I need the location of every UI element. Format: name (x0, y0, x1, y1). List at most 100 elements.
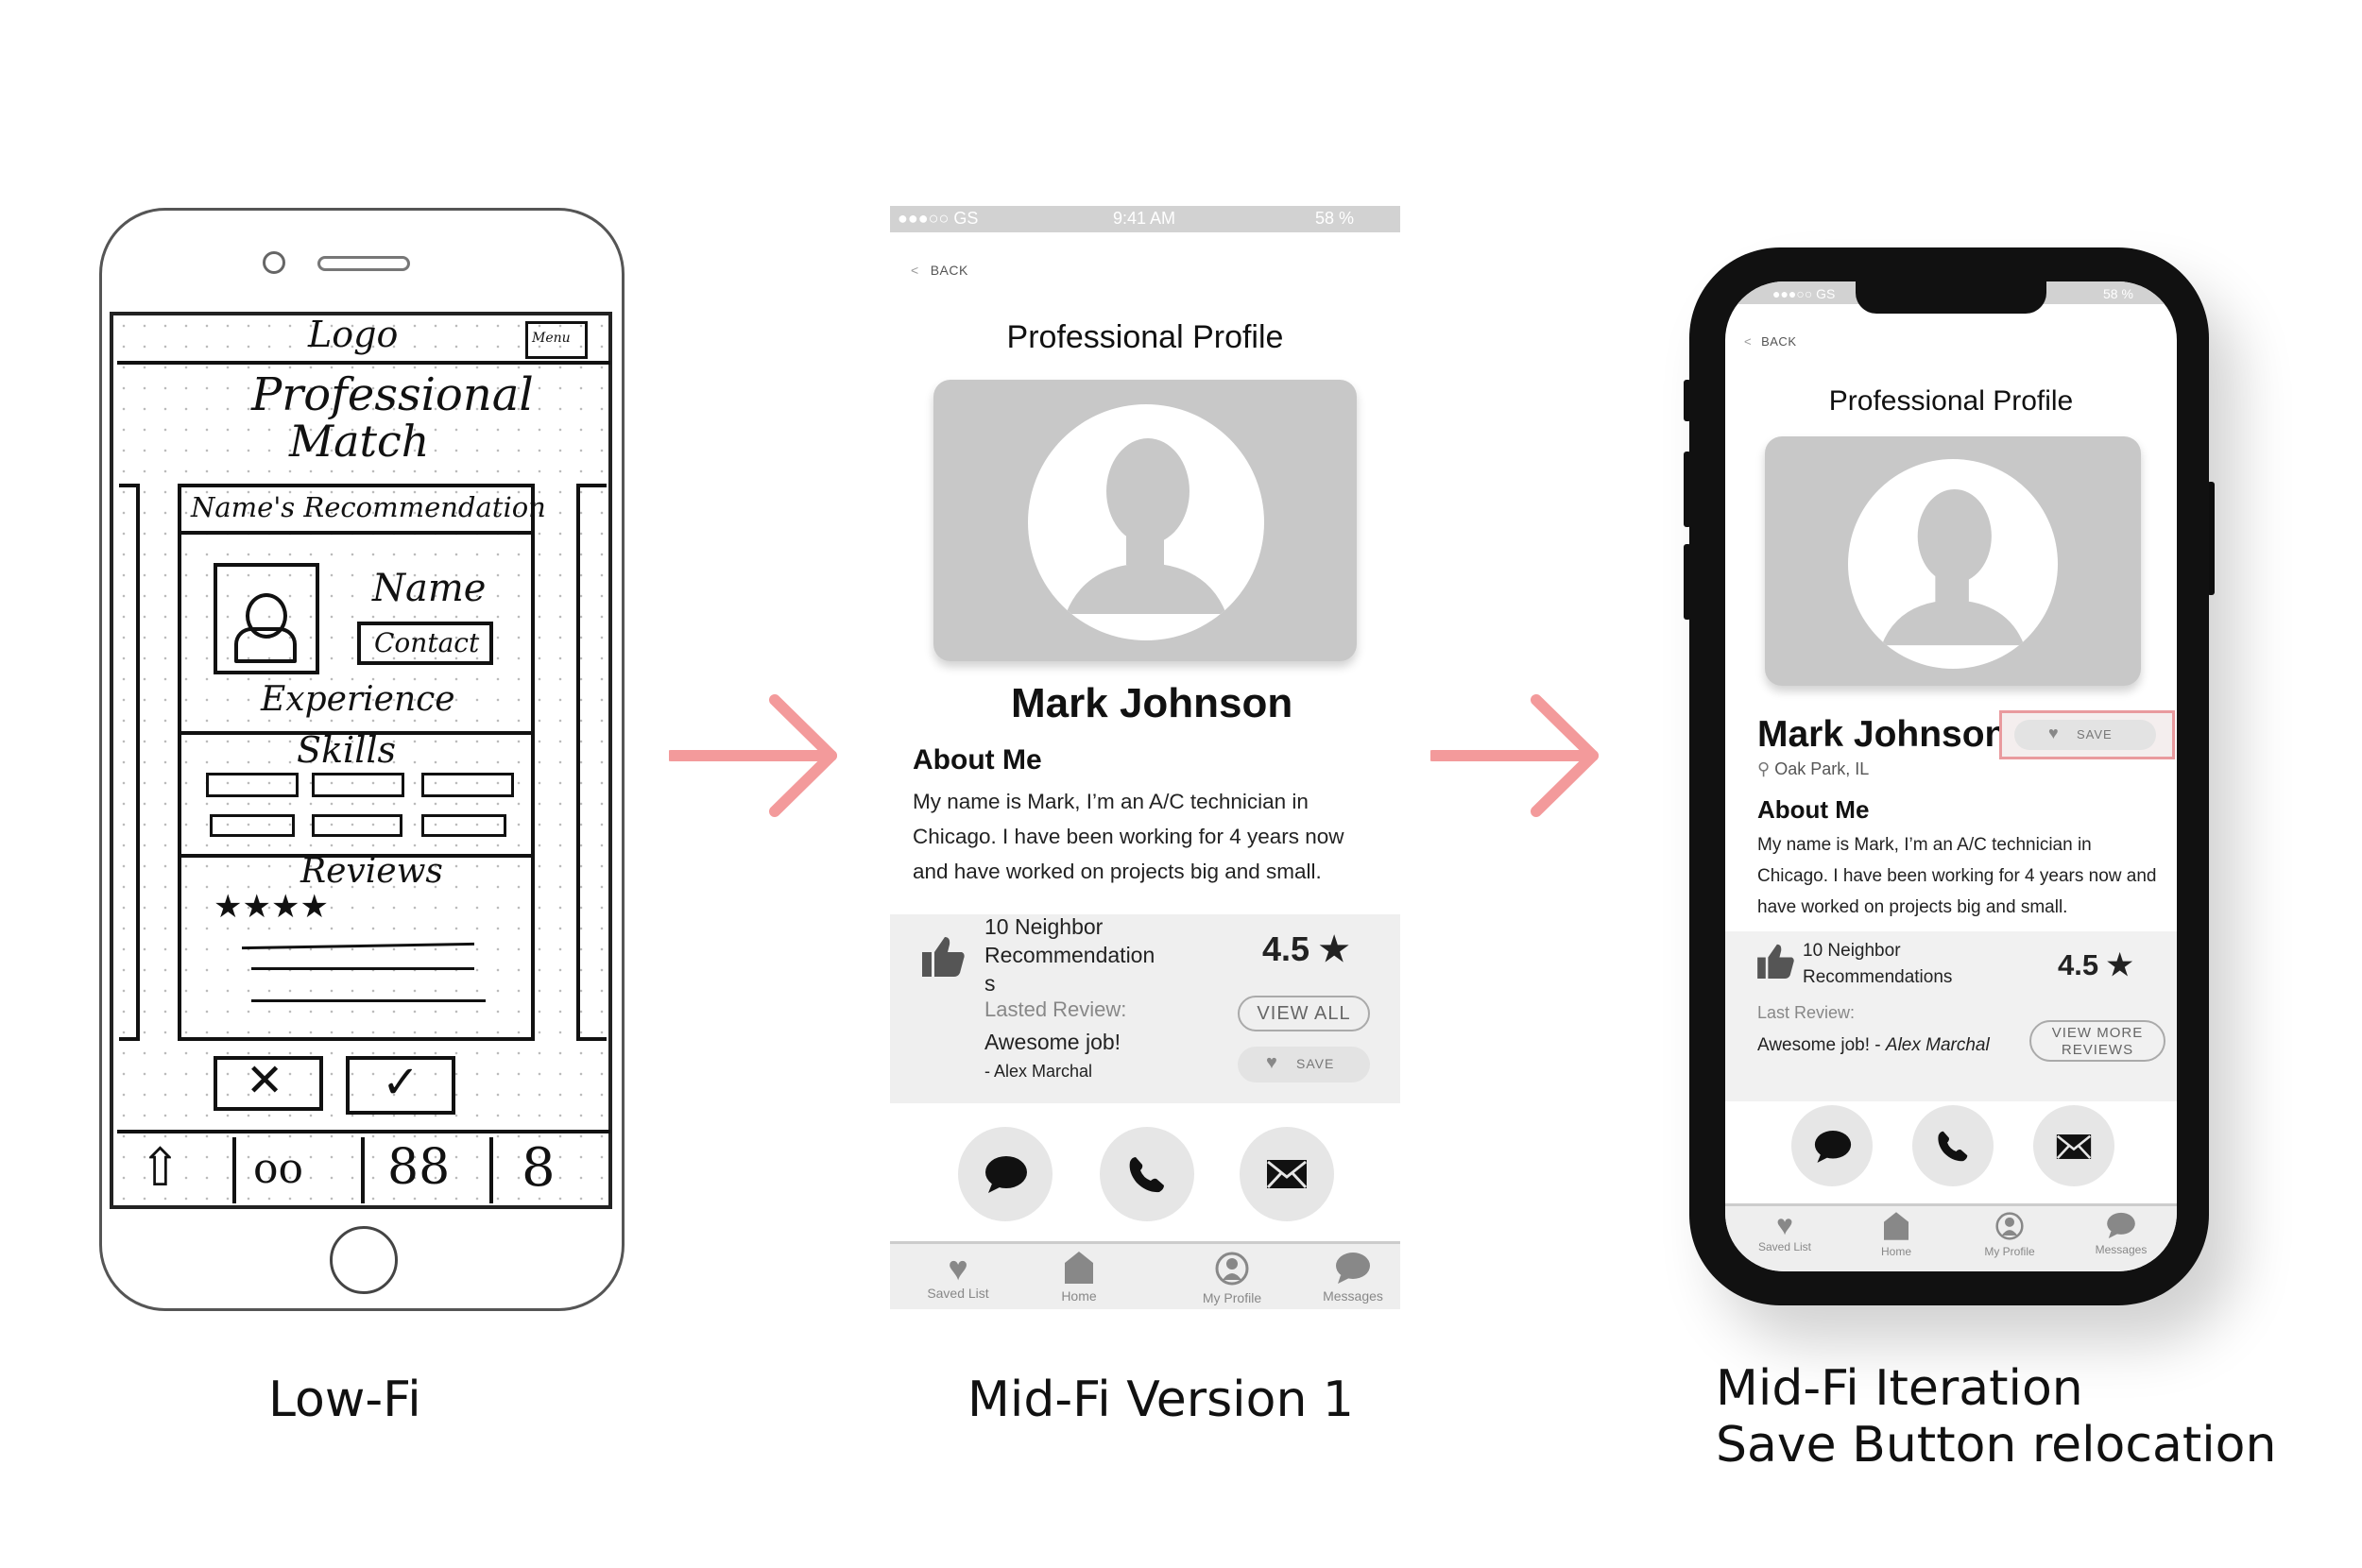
lofi-contact: Contact (374, 627, 480, 658)
nav-label: Saved List (927, 1286, 989, 1301)
profile-icon (1995, 1212, 2024, 1240)
home-icon (1065, 1252, 1093, 1284)
chevron-left-icon: < (911, 263, 919, 278)
heart-icon: ♥ (2048, 724, 2060, 742)
save-button[interactable]: ♥ SAVE (1238, 1047, 1370, 1082)
chat-button[interactable] (958, 1127, 1053, 1221)
last-review-label: Lasted Review: (984, 997, 1127, 1021)
message-icon (2107, 1212, 2135, 1238)
envelope-icon (2056, 1134, 2092, 1159)
phone-icon (1129, 1157, 1164, 1193)
lofi-skill-box (421, 814, 506, 837)
person-icon (1066, 438, 1226, 614)
nav-saved-list[interactable]: ♥ Saved List (911, 1252, 1005, 1302)
page-title: Professional Profile (1006, 319, 1284, 355)
review-panel (1725, 931, 2177, 1101)
thumbs-up-icon (1757, 944, 1794, 979)
phone-notch (1856, 281, 2046, 314)
view-more-reviews-button[interactable]: VIEW MORE REVIEWS (2029, 1020, 2165, 1062)
nav-saved-list[interactable]: ♥ Saved List (1744, 1210, 1825, 1254)
lofi-left-page-bottom (119, 1037, 140, 1041)
battery: 58 % (1315, 209, 1355, 228)
nav-label: My Profile (1984, 1245, 2035, 1258)
nav-home[interactable]: Home (1863, 1212, 1929, 1258)
location-text: Oak Park, IL (1774, 759, 1870, 778)
lofi-skill-box (421, 773, 514, 797)
profile-icon (1215, 1252, 1249, 1286)
view-more-label: REVIEWS (2061, 1042, 2134, 1058)
chat-button[interactable] (1791, 1105, 1873, 1186)
midfi-v1-screen: ●●●○○ GS 9:41 AM 58 % <BACK Professional… (890, 206, 1400, 1309)
back-button[interactable]: <BACK (911, 263, 968, 278)
lofi-skill-box (312, 773, 404, 797)
recommend-line3: s (984, 971, 996, 996)
email-button[interactable] (1240, 1127, 1334, 1221)
phone-volume-button (1684, 544, 1691, 620)
lofi-home-button (330, 1226, 398, 1294)
save-button[interactable]: ♥ SAVE (2014, 720, 2156, 750)
about-text: My name is Mark, I’m an A/C technician i… (913, 790, 1344, 883)
lofi-camera-icon (263, 251, 285, 274)
lofi-name: Name (372, 567, 487, 610)
lofi-skill-box (210, 814, 295, 837)
last-review-label: Last Review: (1757, 1003, 1856, 1022)
view-all-button[interactable]: VIEW ALL (1238, 996, 1370, 1031)
lofi-contact-box (357, 622, 493, 665)
status-bar: ●●●○○ GS 9:41 AM 58 % (890, 206, 1400, 232)
person-icon (1881, 488, 2025, 646)
lofi-title-line1: Professional (251, 368, 534, 421)
save-label: SAVE (2077, 727, 2113, 741)
bottom-nav: ♥ Saved List Home My Profile Messages (890, 1241, 1400, 1309)
heart-icon: ♥ (1776, 1210, 1793, 1241)
view-all-label: VIEW ALL (1257, 1003, 1351, 1024)
lofi-home-icon: ⇧ (138, 1137, 182, 1199)
call-button[interactable] (1100, 1127, 1194, 1221)
lofi-avatar-body (234, 627, 297, 663)
back-button[interactable]: <BACK (1744, 334, 1797, 349)
lofi-stars: ★★★★ (214, 888, 329, 926)
lofi-reviews: Reviews (300, 852, 443, 891)
rating: 4.5 ★ (2058, 948, 2133, 981)
lofi-logo: Logo (308, 314, 399, 355)
pro-name: Mark Johnson (1757, 714, 2008, 755)
lofi-glasses-icon: oo (253, 1145, 303, 1193)
recommend-line2: Recommendation (984, 943, 1155, 967)
lofi-skills-line (178, 854, 535, 858)
about-text: My name is Mark, I’m an A/C technician i… (1757, 835, 2157, 917)
nav-home[interactable]: Home (1041, 1252, 1117, 1304)
carrier: ●●●○○ GS (898, 209, 979, 228)
nav-my-profile[interactable]: My Profile (1185, 1252, 1279, 1305)
page-title: Professional Profile (1828, 385, 2074, 417)
battery: 58 % (2103, 286, 2133, 301)
last-review-text: Awesome job! - (1757, 1035, 1886, 1055)
view-more-label: VIEW MORE (2051, 1025, 2144, 1041)
chat-icon (985, 1156, 1027, 1193)
lofi-accept-icon: ✓ (382, 1056, 420, 1109)
lofi-right-page-bottom (578, 1037, 607, 1041)
email-button[interactable] (2033, 1105, 2114, 1186)
avatar-card (933, 380, 1357, 661)
lofi-right-page (576, 484, 580, 1041)
caption-lofi: Low-Fi (268, 1372, 421, 1428)
nav-messages[interactable]: Messages (2080, 1212, 2162, 1256)
caption-midfi-iteration-line1: Mid-Fi Iteration (1716, 1360, 2083, 1417)
lofi-decline-box (214, 1056, 323, 1111)
phone-volume-button (1684, 380, 1691, 421)
home-icon (1884, 1212, 1908, 1240)
lofi-experience: Experience (261, 680, 455, 719)
nav-label: Messages (1323, 1288, 1383, 1304)
nav-messages[interactable]: Messages (1306, 1252, 1400, 1304)
nav-my-profile[interactable]: My Profile (1967, 1212, 2052, 1258)
lofi-recommendation: Name's Recommendation (191, 491, 546, 523)
lofi-left-page-top (119, 484, 140, 487)
save-label: SAVE (1296, 1056, 1335, 1071)
call-button[interactable] (1912, 1105, 1994, 1186)
nav-label: Home (1061, 1288, 1097, 1304)
midfi-iteration-screen: ●●●○○ GS 58 % <BACK Professional Profile… (1725, 281, 2177, 1271)
recommend-line2: Recommendations (1803, 967, 1953, 987)
lofi-skill-box (312, 814, 402, 837)
pro-name: Mark Johnson (1011, 680, 1293, 726)
lofi-decline-icon: ✕ (246, 1054, 284, 1107)
avatar-card (1765, 436, 2141, 686)
phone-icon (1938, 1131, 1968, 1162)
